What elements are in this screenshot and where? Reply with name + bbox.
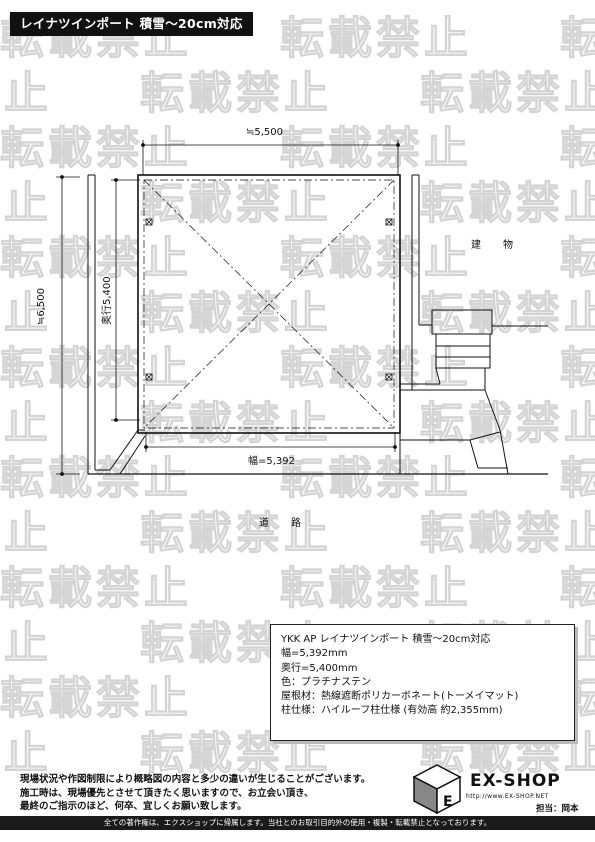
svg-text:E: E bbox=[443, 794, 453, 810]
note-line: 施工時は、現場優先とさせて頂きたく思いますので、お立会い頂き、 bbox=[20, 787, 314, 799]
note-line: 現場状況や作図制限により概略図の内容と多少の違いが生じることがございます。 bbox=[20, 774, 371, 785]
spec-box: YKK AP レイナツインポート 積雪～20cm対応 幅=5,392mm 奥行=… bbox=[270, 624, 575, 741]
spec-line-depth: 奥行=5,400mm bbox=[281, 662, 358, 674]
depth-inner-label: 奥行5,400 bbox=[102, 276, 113, 325]
driveway-corner bbox=[95, 429, 146, 475]
road-label: 道 路 bbox=[259, 518, 307, 529]
carport-posts bbox=[145, 218, 393, 381]
logo-url: http://www.EX-SHOP.NET bbox=[466, 793, 549, 800]
spec-line-color: 色：プラチナステン bbox=[281, 676, 371, 688]
building-outline bbox=[399, 174, 548, 475]
ex-shop-logo-icon: E bbox=[412, 764, 462, 815]
copyright-footer: 全ての著作権は、エクスショップに帰属します。当社とのお取引目的外の使用・複製・転… bbox=[0, 816, 595, 830]
carport-roof-inner bbox=[143, 179, 395, 429]
spec-line-product: YKK AP レイナツインポート 積雪～20cm対応 bbox=[281, 634, 491, 645]
width-bottom-label: 幅=5,392 bbox=[248, 456, 296, 467]
building-label: 建 物 bbox=[471, 240, 519, 251]
logo-name: EX-SHOP bbox=[470, 771, 561, 791]
left-wall bbox=[87, 174, 96, 474]
note-line: 最終のご指示のほど、何卒、宜しくお願い致します。 bbox=[20, 801, 247, 812]
page-title: レイナツインポート 積雪～20cm対応 bbox=[10, 12, 253, 36]
roof-diagonal-2 bbox=[143, 179, 395, 429]
staff-name: 担当：岡本 bbox=[536, 804, 579, 814]
notes: 現場状況や作図制限により概略図の内容と多少の違いが生じることがございます。 施工… bbox=[20, 773, 370, 814]
width-dimension-bottom bbox=[144, 432, 397, 452]
carport-roof bbox=[137, 174, 401, 434]
depth-outer-label: ≒6,500 bbox=[36, 287, 47, 325]
spec-line-roof: 屋根材：熱線遮断ポリカーボネート(トーメイマット) bbox=[281, 691, 519, 703]
width-top-label: ≒5,500 bbox=[246, 127, 284, 138]
depth-dimension-inner bbox=[111, 178, 140, 422]
depth-dimension-outer bbox=[56, 175, 80, 476]
width-dimension-top bbox=[141, 140, 400, 175]
spec-line-width: 幅=5,392mm bbox=[281, 648, 348, 660]
spec-line-post: 柱仕様：ハイルーフ柱仕様 (有効高 約2,355mm) bbox=[281, 705, 503, 717]
